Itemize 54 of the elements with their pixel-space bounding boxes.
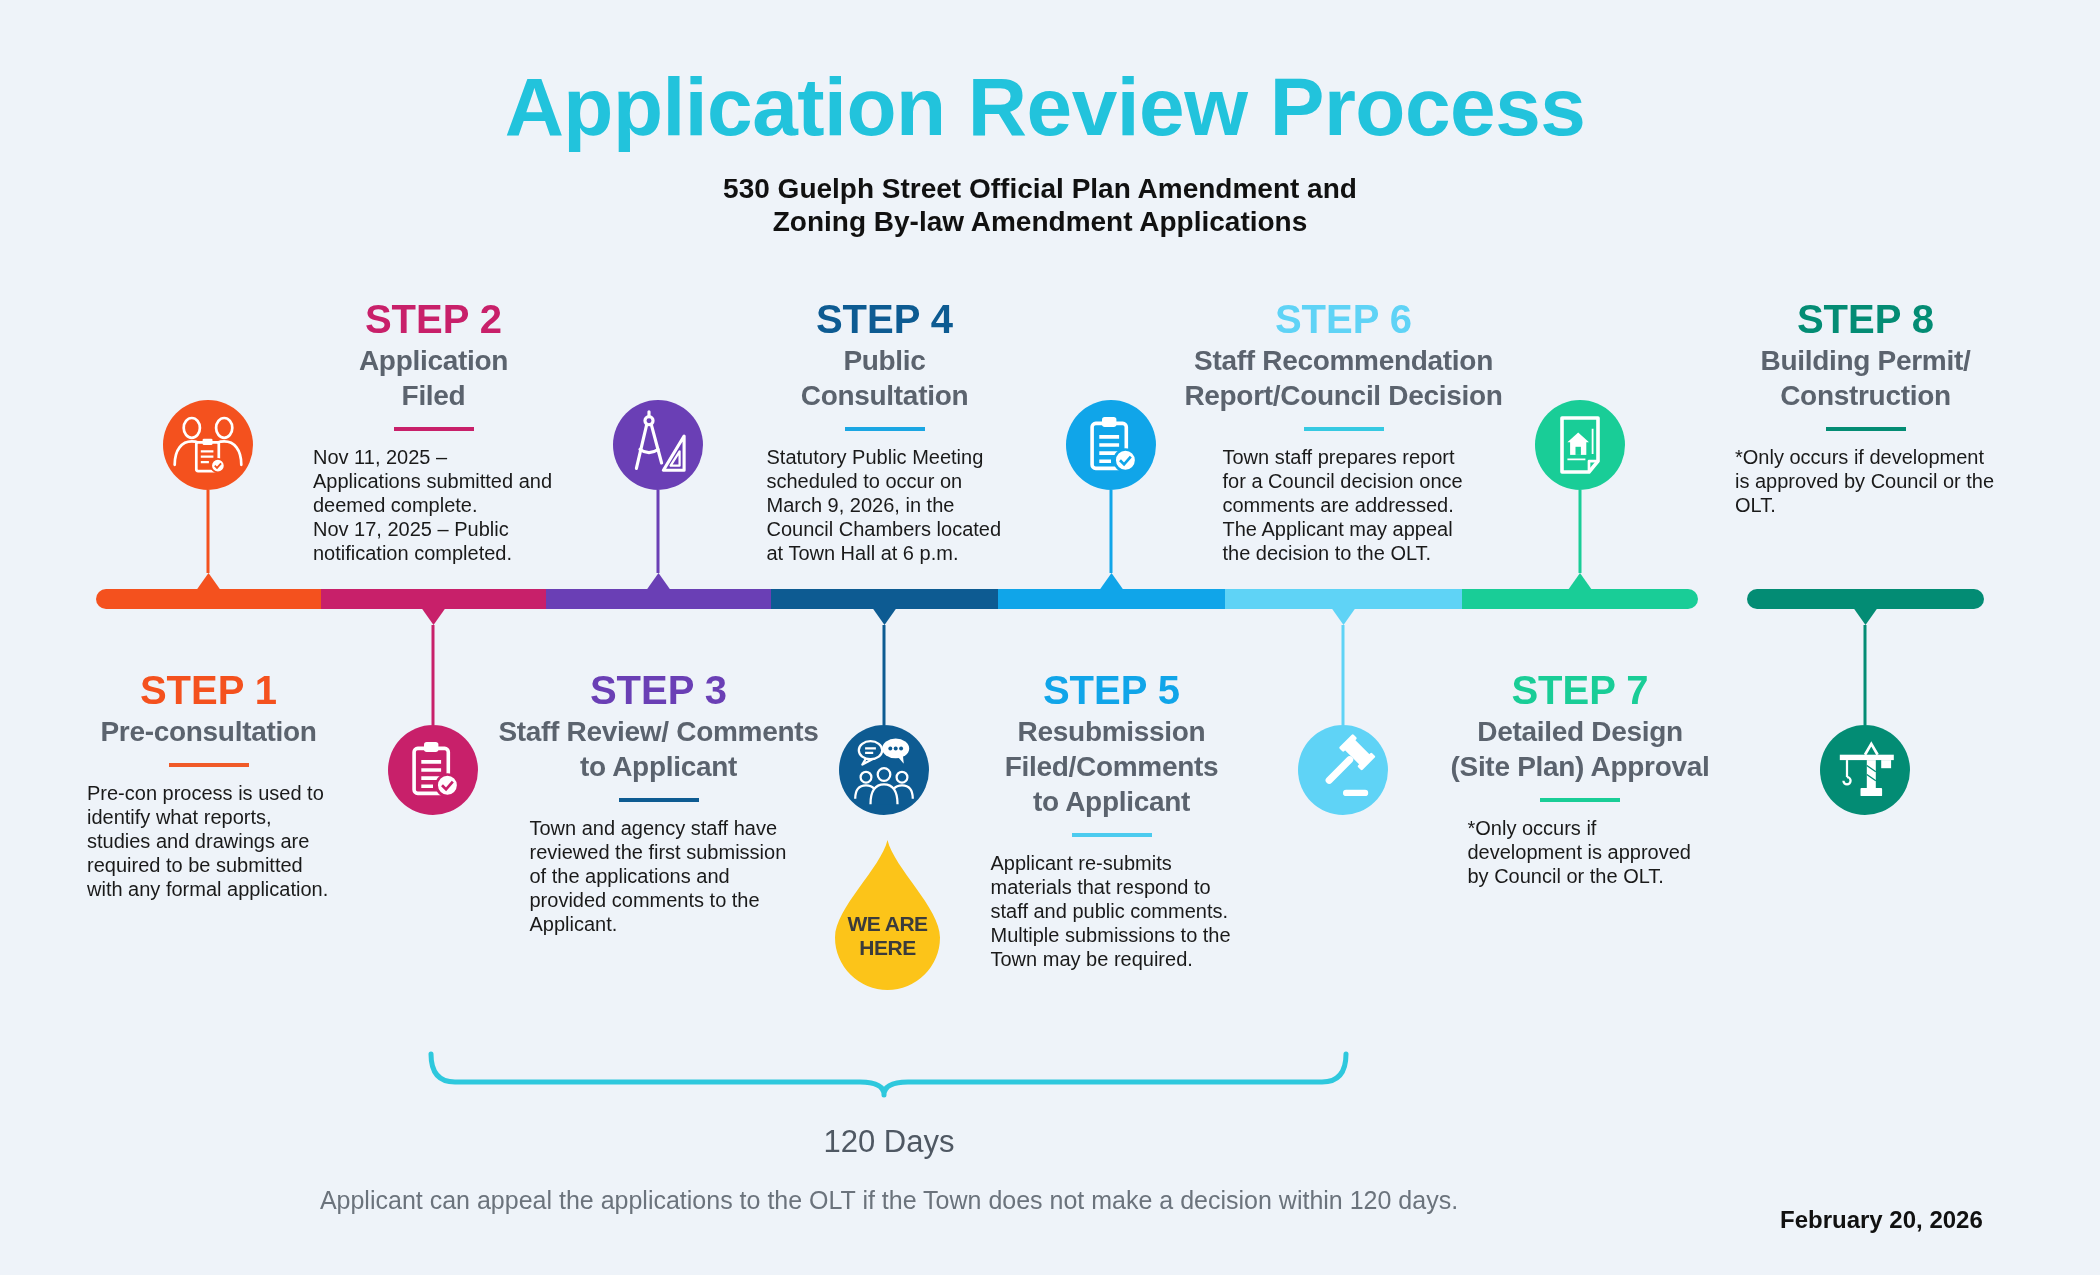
step-number: STEP 8 xyxy=(1796,297,1935,341)
title: Application Review Process xyxy=(504,62,1586,152)
timeline-segment xyxy=(771,589,998,625)
step-title: Building Permit/ Construction xyxy=(1760,344,1971,413)
date-label: February 20, 2026 xyxy=(1780,1205,1983,1235)
clipboard-check-icon xyxy=(388,725,478,815)
duration-label: 120 Days xyxy=(823,1124,955,1160)
people-speech-bubbles-icon xyxy=(839,725,929,815)
footnote: Applicant can appeal the applications to the OLT if the Town does not make a decision within 120 days. xyxy=(319,1185,1459,1215)
step-title: Application Filed xyxy=(358,344,509,413)
connector-line xyxy=(431,625,435,725)
connector-line xyxy=(1578,490,1582,573)
step-title: Pre-consultation xyxy=(99,715,318,749)
timeline-segment xyxy=(1462,573,1698,609)
step-number: STEP 5 xyxy=(1042,668,1181,712)
step-description: *Only occurs if development is approved by Council or the OLT. xyxy=(1467,816,1692,888)
step-description: Statutory Public Meeting scheduled to occur on March 9, 2026, in the Council Chambers located at Town Hall at 6 p.m. xyxy=(766,445,1003,565)
timeline-segment xyxy=(1225,589,1462,625)
step-number: STEP 3 xyxy=(589,668,728,712)
step-number: STEP 2 xyxy=(364,297,503,341)
step-number: STEP 6 xyxy=(1274,297,1413,341)
step-description: Nov 17, 2025 – Public notification completed. xyxy=(313,517,513,565)
step-title: Staff Recommendation Report/Council Decision xyxy=(1183,344,1504,413)
step-description: Applicant re-submits materials that respond to staff and public comments. Multiple submissions to the Town may be required. xyxy=(990,851,1232,971)
step-title: Resubmission Filed/Comments to Applicant xyxy=(1004,715,1219,819)
step-description: Town and agency staff have reviewed the first submission of the applications and provided comments to the Applicant. xyxy=(529,816,788,936)
step-title: Staff Review/ Comments to Applicant xyxy=(497,715,820,784)
connector-line xyxy=(1341,625,1345,725)
timeline-segment xyxy=(321,589,546,625)
crane-icon xyxy=(1820,725,1910,815)
timeline-segment xyxy=(1747,589,1984,625)
step-number: STEP 4 xyxy=(815,297,954,341)
connector-line xyxy=(656,490,660,573)
step-title: Public Consultation xyxy=(800,344,969,413)
connector-line xyxy=(1109,490,1113,573)
people-clipboard-icon xyxy=(163,400,253,490)
timeline-segment xyxy=(546,573,771,609)
timeline-segment xyxy=(96,573,321,609)
step-number: STEP 7 xyxy=(1511,668,1649,712)
step-title: Detailed Design (Site Plan) Approval xyxy=(1449,715,1711,784)
step-description: Town staff prepares report for a Council decision once comments are addressed. The Applicant may appeal the decision to the OLT. xyxy=(1222,445,1464,565)
gavel-icon xyxy=(1298,725,1388,815)
timeline-segment xyxy=(998,573,1225,609)
step-description: *Only occurs if development is approved by Council or the OLT. xyxy=(1735,445,1996,517)
step-number: STEP 1 xyxy=(139,668,278,712)
clipboard-check-icon xyxy=(1066,400,1156,490)
step-description: Pre-con process is used to identify what reports, studies and drawings are required to be submitted with any formal application. xyxy=(87,781,330,901)
subtitle: 530 Guelph Street Official Plan Amendment and Zoning By-law Amendment Applications xyxy=(722,172,1358,238)
step-description: Nov 11, 2025 – Applications submitted and deemed complete. xyxy=(313,445,554,517)
connector-line xyxy=(882,625,886,725)
connector-line xyxy=(206,490,210,573)
house-plan-icon xyxy=(1535,400,1625,490)
marker-label: WE ARE HERE xyxy=(846,912,929,960)
connector-line xyxy=(1863,625,1867,725)
